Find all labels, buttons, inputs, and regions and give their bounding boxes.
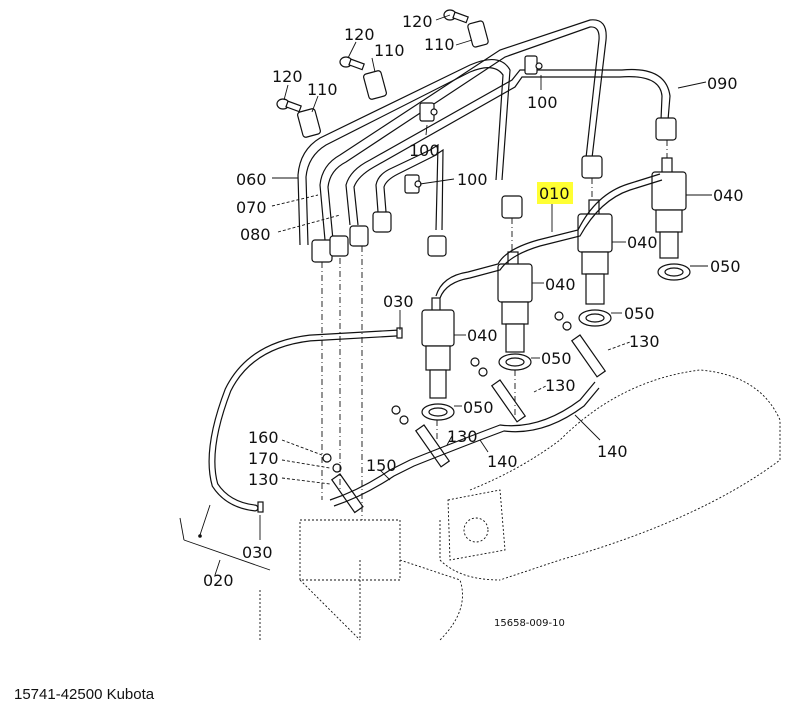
nozzle (651, 157, 691, 281)
injection-pipes (297, 19, 671, 246)
glow-plug (414, 424, 451, 468)
callout-140: 140 (597, 442, 628, 461)
callout-110: 110 (374, 41, 405, 60)
hose-clamp (396, 327, 403, 339)
glow-plug-leads (329, 381, 600, 507)
pipe-nut (349, 225, 369, 247)
callout-130: 130 (447, 427, 478, 446)
pipe-nut (372, 211, 392, 233)
callout-150: 150 (366, 456, 397, 475)
callout-040: 040 (545, 275, 576, 294)
callout-labels: 120 120 120 110 110 110 100 100 100 090 … (203, 12, 744, 629)
nozzle (497, 251, 533, 371)
callout-040: 040 (713, 186, 744, 205)
part-number-caption: 15741-42500 Kubota (14, 686, 155, 703)
callout-050: 050 (541, 349, 572, 368)
drawing-number: 15658-009-10 (494, 618, 565, 629)
glow-plug (570, 334, 607, 378)
callout-100: 100 (409, 141, 440, 160)
pipe-nut (655, 117, 677, 141)
glow-plug (490, 379, 527, 423)
pipe-clip (524, 55, 538, 75)
callout-020: 020 (203, 571, 234, 590)
callout-110: 110 (307, 80, 338, 99)
bolt (348, 58, 365, 71)
clamp (297, 108, 321, 138)
callout-050: 050 (463, 398, 494, 417)
bolt (452, 11, 469, 24)
callout-050: 050 (710, 257, 741, 276)
callout-070: 070 (236, 198, 267, 217)
callout-130: 130 (248, 470, 279, 489)
bolt (285, 100, 302, 113)
nozzle (577, 199, 613, 327)
callout-010-highlighted: 010 (539, 184, 570, 203)
nozzle (421, 297, 455, 421)
pipe-nuts (311, 117, 677, 263)
callout-040: 040 (467, 326, 498, 345)
pipe-nut (501, 195, 523, 219)
callout-120: 120 (402, 12, 433, 31)
pipe-nut (581, 155, 603, 179)
callout-100: 100 (457, 170, 488, 189)
return-hose (208, 327, 403, 513)
callout-050: 050 (624, 304, 655, 323)
callout-160: 160 (248, 428, 279, 447)
center-lines (321, 140, 668, 520)
highlight-marker (537, 182, 573, 204)
clamps-and-bolts (276, 9, 543, 194)
pipe-nut (427, 235, 447, 257)
pipe-nut (329, 235, 349, 257)
callout-030: 030 (242, 543, 273, 562)
callout-120: 120 (344, 25, 375, 44)
callout-120: 120 (272, 67, 303, 86)
hose-clamp (257, 501, 264, 513)
callout-130: 130 (629, 332, 660, 351)
engine-outline (259, 369, 781, 641)
clamp (363, 70, 387, 100)
callout-110: 110 (424, 35, 455, 54)
callout-170: 170 (248, 449, 279, 468)
clamp (467, 20, 489, 48)
pipe-nut (311, 239, 333, 263)
callout-100: 100 (527, 93, 558, 112)
callout-030: 030 (383, 292, 414, 311)
callout-130: 130 (545, 376, 576, 395)
callout-080: 080 (240, 225, 271, 244)
callout-090: 090 (707, 74, 738, 93)
callout-140: 140 (487, 452, 518, 471)
callout-060: 060 (236, 170, 267, 189)
leader-lines (179, 14, 712, 576)
injection-nozzles (421, 157, 691, 421)
callout-040: 040 (627, 233, 658, 252)
overflow-pipe (435, 173, 663, 299)
